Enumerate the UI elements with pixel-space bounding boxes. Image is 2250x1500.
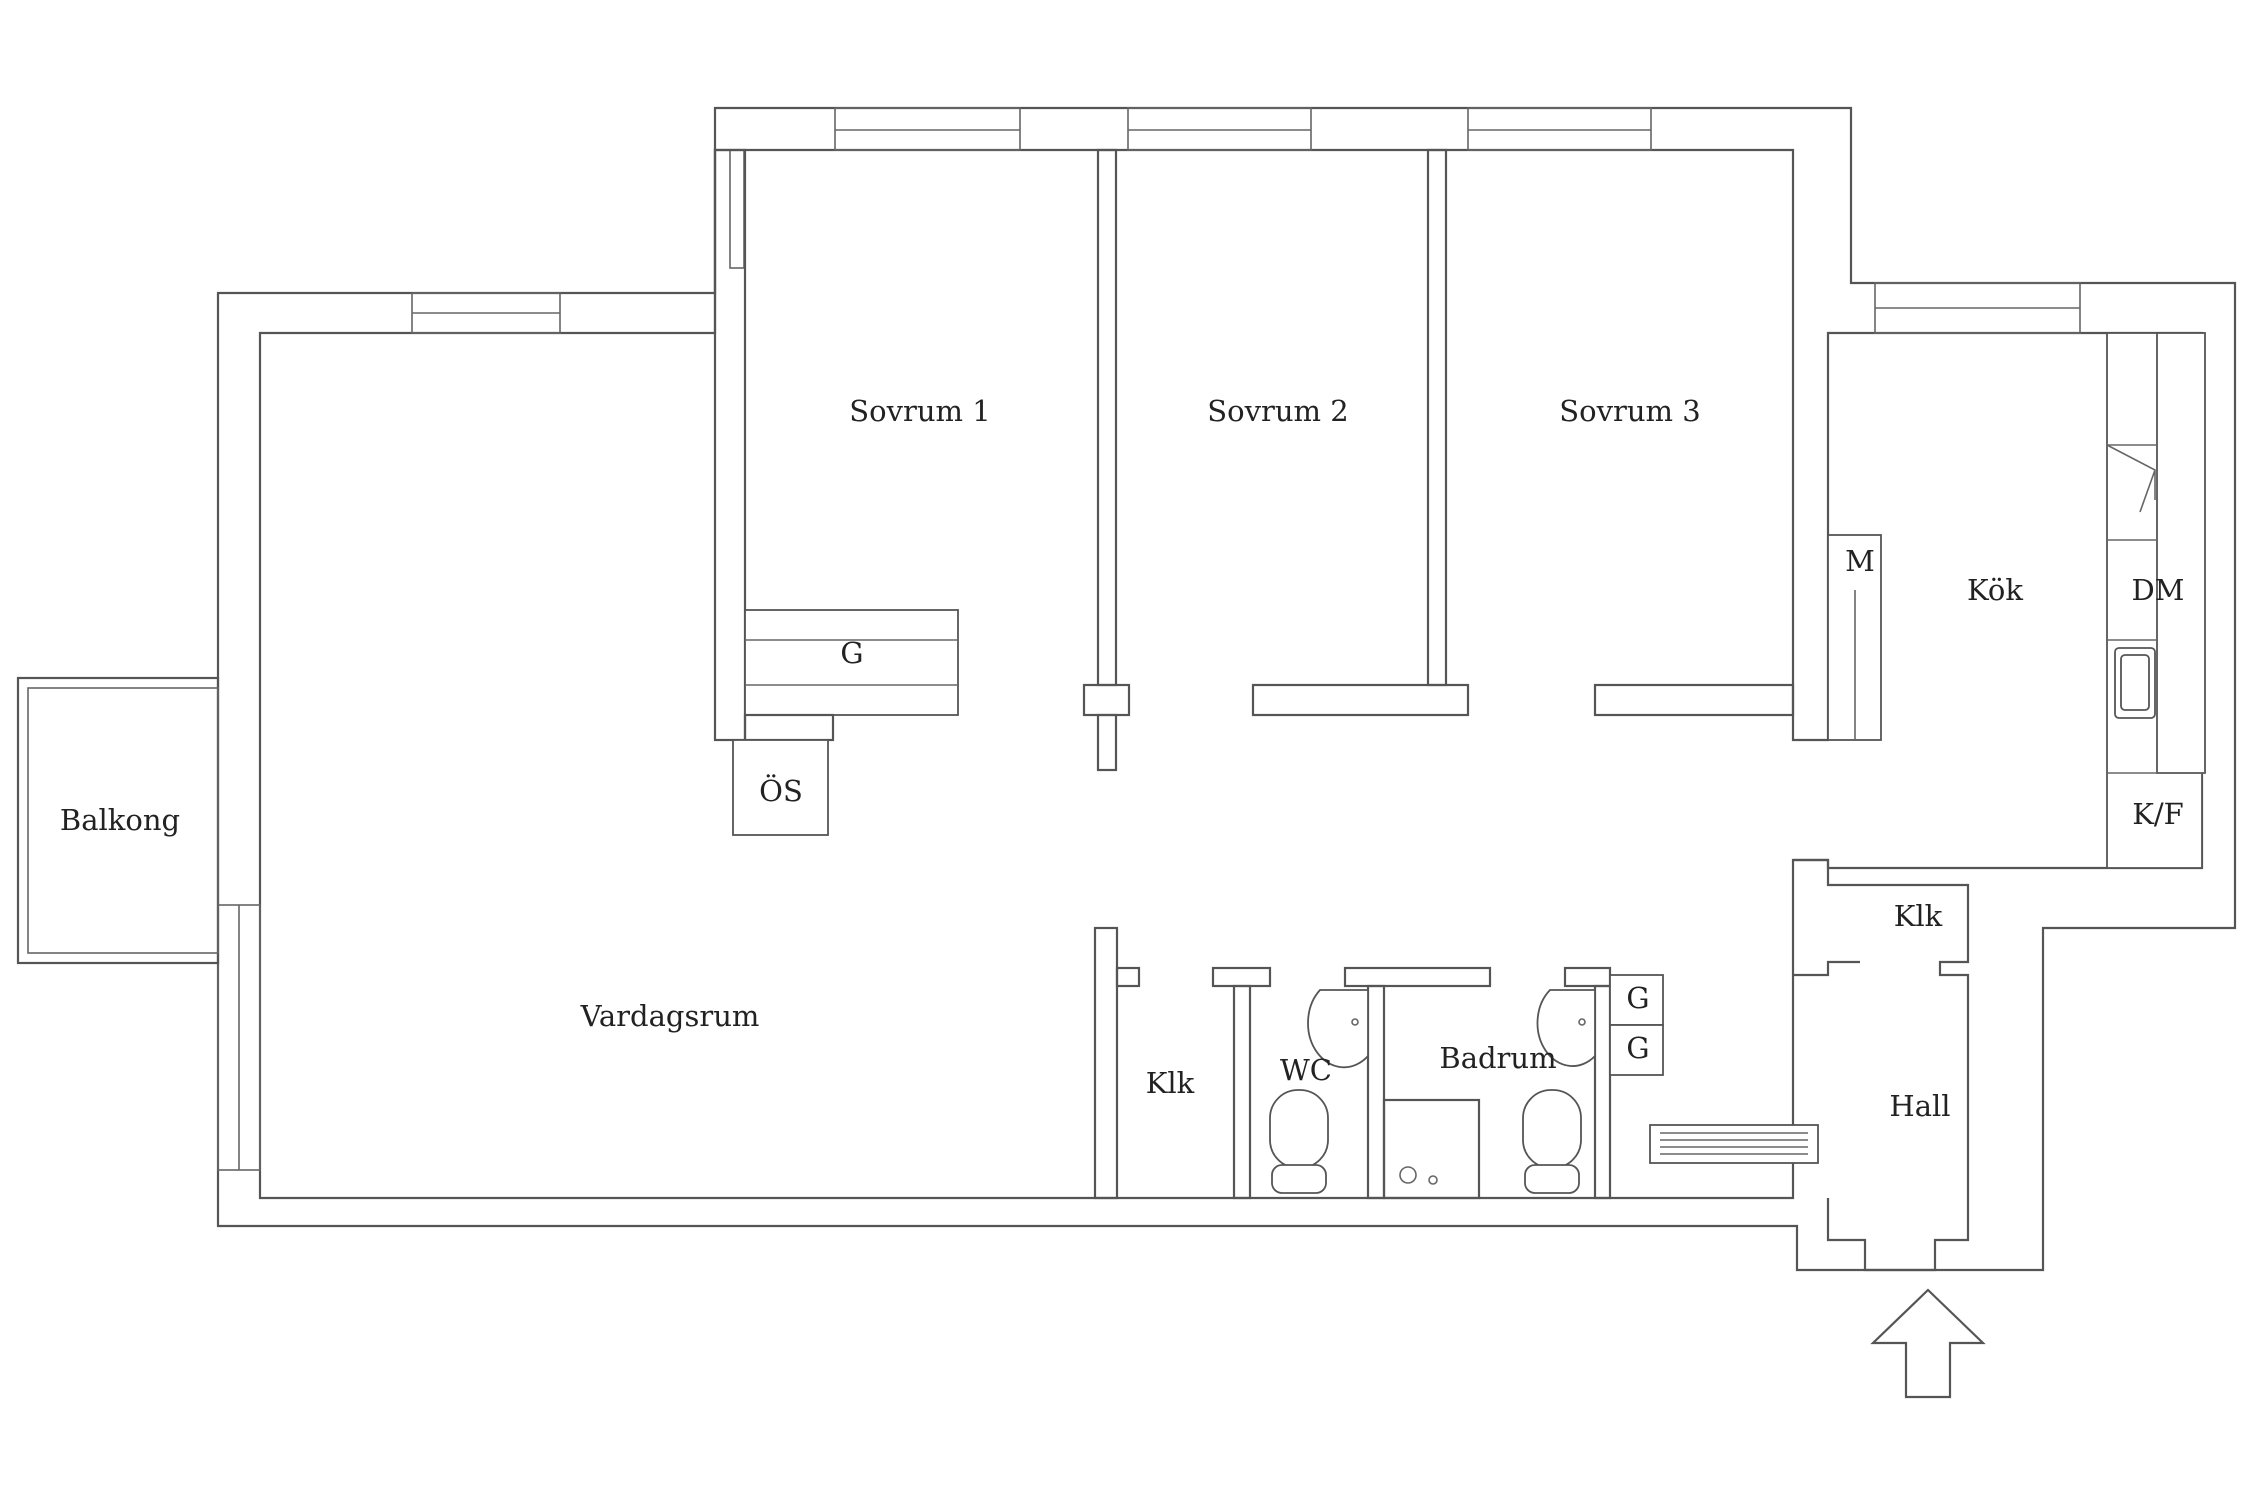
room-label-hall: Hall <box>1889 1089 1950 1123</box>
bath-cabinets <box>1609 974 1664 1076</box>
room-label-sovrum-3: Sovrum 3 <box>1559 394 1700 428</box>
fixture-label-kf: K/F <box>2132 797 2184 831</box>
room-label-badrum: Badrum <box>1439 1041 1556 1075</box>
shower-icon <box>1382 1098 1481 1200</box>
fixture-label-g-sovrum1: G <box>840 636 863 670</box>
outer-wall <box>216 106 2237 1272</box>
toilet-icon <box>1269 1089 1329 1194</box>
room-label-klk-corridor: Klk <box>1146 1066 1195 1100</box>
entrance-arrow-icon <box>1870 1288 1986 1399</box>
bath-walls <box>1093 926 1612 1200</box>
room-label-sovrum-2: Sovrum 2 <box>1207 394 1348 428</box>
bath-toilet-icon <box>1522 1089 1582 1194</box>
fixture-label-dm: DM <box>2132 573 2185 607</box>
fixture-label-m: M <box>1845 544 1875 578</box>
os-cabinet <box>732 739 829 836</box>
kitchen-fittings <box>1827 332 2206 869</box>
fixture-label-os: ÖS <box>759 773 803 808</box>
balcony <box>16 676 220 965</box>
hall-walls <box>1793 858 1970 1272</box>
room-label-klk-hall: Klk <box>1894 899 1943 933</box>
room-label-sovrum-1: Sovrum 1 <box>849 394 990 428</box>
fixture-label-g-bath-bottom: G <box>1626 1031 1649 1065</box>
room-label-balkong: Balkong <box>60 803 180 837</box>
room-label-wc: WC <box>1280 1053 1332 1087</box>
kitchen-sink-icon <box>2114 647 2156 719</box>
bath-sink-icon <box>1536 989 1596 1067</box>
radiator-icon <box>1649 1124 1819 1164</box>
room-label-vardagsrum: Vardagsrum <box>580 999 760 1033</box>
room-label-kok: Kök <box>1967 573 2023 607</box>
windows <box>217 107 2081 1171</box>
bedroom-walls <box>713 148 1795 772</box>
fixture-label-g-bath-top: G <box>1626 981 1649 1015</box>
wardrobe-sovrum1 <box>743 609 959 742</box>
sink-icon <box>1307 989 1369 1069</box>
